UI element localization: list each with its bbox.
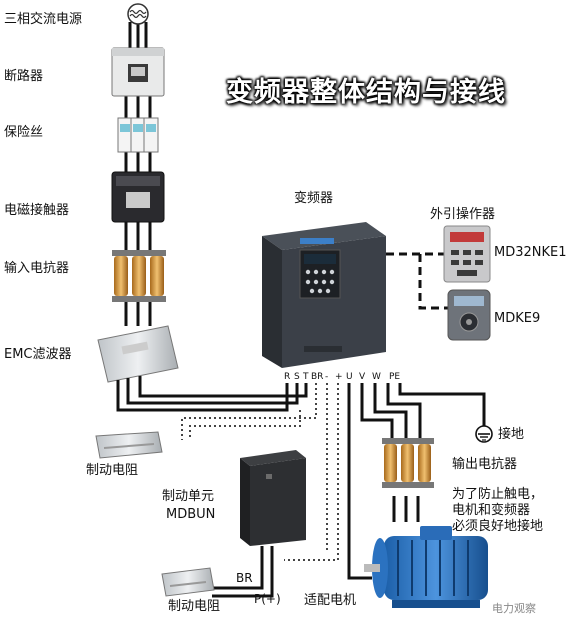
contactor-label: 电磁接触器 (4, 203, 70, 218)
contactor-device (111, 171, 165, 223)
input-reactor-label: 输入电抗器 (4, 261, 70, 276)
breaker-device (111, 47, 165, 97)
terminal-u: U (346, 372, 353, 382)
reactor-to-motor-wires (392, 496, 420, 522)
brake-unit-model: MDBUN (166, 507, 216, 522)
terminal-s: S (294, 372, 300, 382)
motor-label: 适配电机 (304, 593, 357, 608)
terminal-t: T (303, 372, 309, 382)
keypad-2-device (447, 289, 491, 341)
terminal-br: BR (311, 372, 324, 382)
ground-wire (398, 383, 486, 426)
brake-unit-terminal-br: BR (236, 571, 253, 585)
inverter-device (262, 222, 386, 368)
brake-unit-wires (212, 546, 274, 598)
fuse-label: 保险丝 (4, 125, 44, 140)
safety-note-line-3: 必须良好地接地 (452, 519, 544, 534)
input-wires (116, 376, 308, 412)
keypad-1-device (443, 225, 491, 283)
input-reactor-device (112, 250, 166, 302)
keypad-links (386, 252, 448, 310)
safety-note-line-2: 电机和变频器 (452, 503, 531, 518)
watermark: 电力观察 (492, 602, 536, 615)
fuse-device (117, 117, 159, 153)
keypad-1-label: MD32NKE1 (494, 245, 567, 260)
keypad-2-label: MDKE9 (494, 311, 541, 326)
brake-unit-label: 制动单元 (162, 489, 215, 504)
terminal-plus: + (335, 372, 343, 382)
motor-device (364, 526, 488, 608)
terminal-r: R (284, 372, 291, 382)
brake-resistor-2-label: 制动电阻 (168, 599, 221, 614)
brake-unit-terminal-p: P(+) (254, 592, 281, 606)
br-wire (181, 383, 317, 440)
power-source-label: 三相交流电源 (4, 12, 83, 27)
terminal-minus: - (325, 372, 329, 382)
inverter-label: 变频器 (294, 191, 334, 206)
ground-symbol (475, 425, 493, 443)
output-reactor-device (382, 438, 434, 488)
power-source-symbol (127, 3, 149, 25)
brake-resistor-1-label: 制动电阻 (86, 463, 139, 478)
chain-wires (124, 22, 152, 326)
terminal-pe: PE (389, 372, 401, 382)
safety-note-line-1: 为了防止触电， (452, 487, 544, 502)
breaker-label: 断路器 (4, 69, 44, 84)
output-reactor-label: 输出电抗器 (452, 457, 518, 472)
brake-resistor-2-device (161, 567, 215, 597)
dc-bus-wires (284, 383, 339, 561)
output-wires (347, 383, 422, 580)
ground-label: 接地 (498, 427, 525, 442)
keypad-group-label: 外引操作器 (430, 207, 496, 222)
brake-unit-device (240, 450, 306, 546)
emc-filter-label: EMC滤波器 (4, 347, 72, 362)
terminal-w: W (372, 372, 381, 382)
emc-filter-device (97, 325, 179, 383)
brake-resistor-1-device (95, 431, 163, 459)
diagram-title: 变频器整体结构与接线 (226, 77, 506, 108)
terminal-v: V (359, 372, 366, 382)
